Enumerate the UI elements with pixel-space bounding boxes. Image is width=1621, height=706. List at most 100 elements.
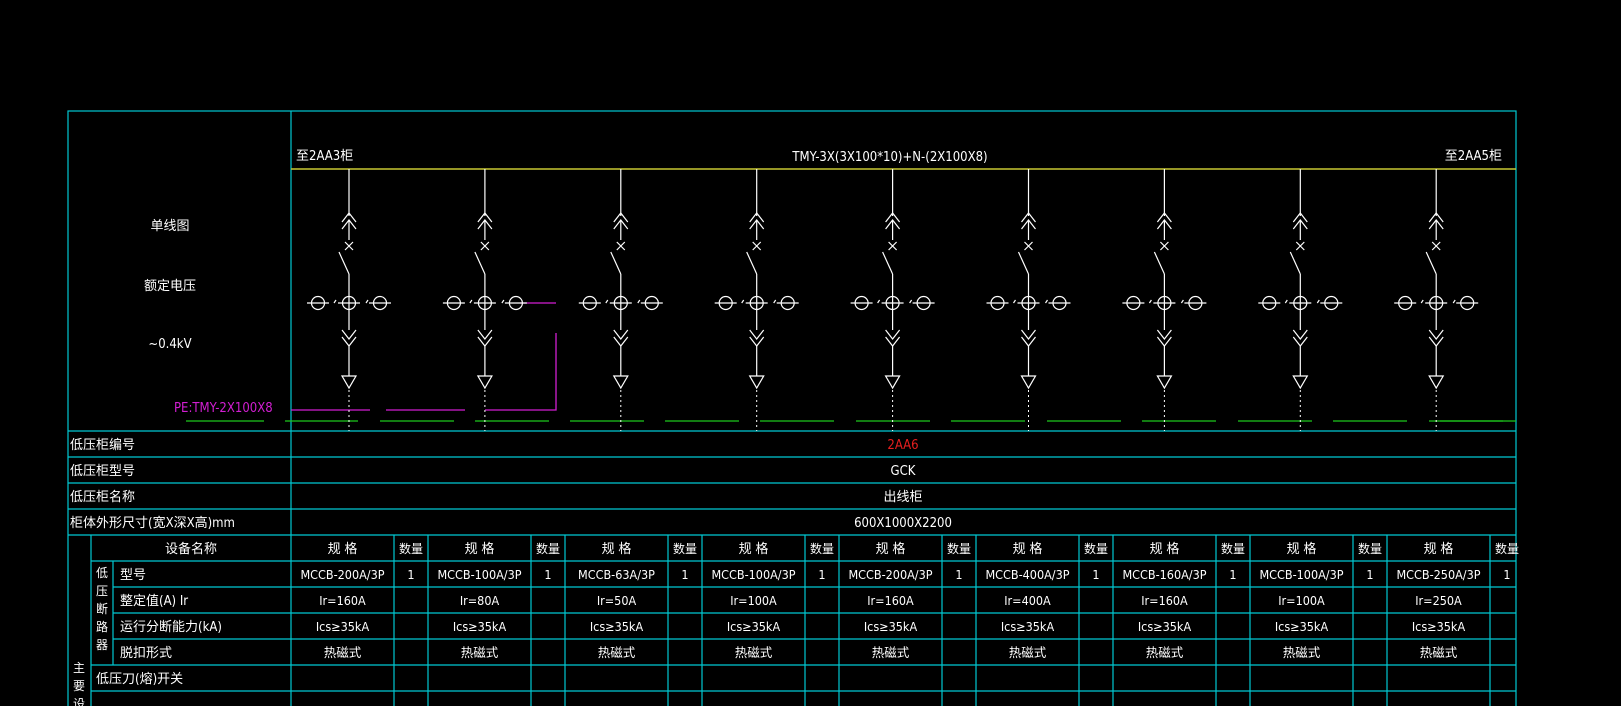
qty-cell: 1: [1092, 567, 1099, 582]
feeder-circuit: [578, 169, 663, 431]
qty-header: 数量: [810, 541, 834, 556]
pe-label: PE:TMY-2X100X8: [174, 401, 273, 416]
equipment-cell: Ics≥35kA: [1412, 619, 1466, 634]
equipment-cell: MCCB-100A/3P: [711, 567, 795, 582]
cabinet-name-label: 低压柜名称: [70, 489, 135, 505]
qty-header: 数量: [399, 541, 423, 556]
qty-cell: 1: [681, 567, 688, 582]
equipment-cell: 热磁式: [1146, 645, 1184, 660]
equipment-cell: Ics≥35kA: [1138, 619, 1192, 634]
equipment-cell: Ics≥35kA: [1001, 619, 1055, 634]
equipment-cell: 热磁式: [598, 645, 636, 660]
breaker-group-2: 压: [96, 584, 108, 598]
equipment-cell: Ics≥35kA: [727, 619, 781, 634]
rated-voltage-label: 额定电压: [144, 279, 196, 294]
feeder-circuit: [1122, 169, 1207, 431]
side-label-1: 主: [73, 661, 85, 675]
feeder-circuit: [714, 169, 799, 431]
qty-cell: 1: [407, 567, 414, 582]
equipment-cell: 热磁式: [461, 645, 499, 660]
cabinet-number-row: 低压柜编号 2AA6: [70, 438, 919, 453]
cabinet-model-value: GCK: [891, 464, 916, 479]
equipment-cell: MCCB-250A/3P: [1396, 567, 1480, 582]
side-label-2: 要: [73, 679, 85, 693]
row-label-breaking: 运行分断能力(kA): [120, 620, 222, 635]
equipment-cell: Ir=50A: [597, 593, 637, 608]
spec-header: 规 格: [1287, 541, 1317, 557]
qty-cell: 1: [1229, 567, 1236, 582]
row-label-setting: 整定值(A) Ir: [120, 593, 188, 609]
equipment-cell: Ir=160A: [867, 593, 914, 608]
equipment-cell: Ics≥35kA: [1275, 619, 1329, 634]
equipment-cell: Ics≥35kA: [316, 619, 370, 634]
qty-cell: 1: [544, 567, 551, 582]
equipment-cell: MCCB-63A/3P: [578, 567, 655, 582]
spec-header: 规 格: [328, 541, 358, 557]
equipment-cell: Ir=100A: [1278, 593, 1325, 608]
equipment-cell: Ics≥35kA: [453, 619, 507, 634]
spec-header: 规 格: [1424, 541, 1454, 557]
equipment-cell: Ir=80A: [460, 593, 500, 608]
feeder-circuit: [1258, 169, 1343, 431]
qty-header: 数量: [1221, 541, 1245, 556]
qty-cell: 1: [818, 567, 825, 582]
equipment-cell: MCCB-200A/3P: [848, 567, 932, 582]
breaker-group-4: 路: [96, 619, 108, 634]
equipment-cell: 热磁式: [1283, 645, 1321, 660]
feeder-circuits: [307, 169, 1479, 431]
row-label-trip: 脱扣形式: [120, 646, 172, 661]
equipment-cell: MCCB-160A/3P: [1122, 567, 1206, 582]
voltage-value: ~0.4kV: [148, 337, 191, 352]
cabinet-size-row: 柜体外形尺寸(宽X深X高)mm 600X1000X2200: [70, 515, 952, 531]
equipment-cell: 热磁式: [324, 645, 362, 660]
spec-header: 规 格: [1150, 541, 1180, 557]
qty-header: 数量: [947, 541, 971, 556]
bus-spec-label: TMY-3X(3X100*10)+N-(2X100X8): [791, 150, 987, 165]
equipment-cell: 热磁式: [872, 645, 910, 660]
feeder-circuit: [986, 169, 1071, 431]
single-line-label: 单线图: [150, 219, 189, 234]
equipment-grid: [90, 535, 1516, 706]
pe-conductor: [291, 302, 557, 411]
cabinet-name-value: 出线柜: [883, 490, 922, 505]
row-label-model: 型号: [120, 568, 146, 583]
equipment-cell: Ics≥35kA: [590, 619, 644, 634]
row-label-disconnector: 低压刀(熔)开关: [96, 672, 183, 687]
spec-header: 规 格: [876, 541, 906, 557]
equipment-cell: 热磁式: [735, 645, 773, 660]
qty-header: 数量: [1084, 541, 1108, 556]
spec-header: 规 格: [1013, 541, 1043, 557]
cabinet-name-row: 低压柜名称 出线柜: [70, 489, 923, 505]
equipment-cell: Ir=160A: [319, 593, 366, 608]
cabinet-size-label: 柜体外形尺寸(宽X深X高)mm: [70, 515, 235, 531]
equipment-cell: 热磁式: [1420, 645, 1458, 660]
qty-cell: 1: [955, 567, 962, 582]
feeder-circuit: [442, 169, 527, 431]
breaker-group-5: 器: [96, 638, 108, 652]
table-grid: [67, 110, 1517, 706]
spec-header: 规 格: [739, 541, 769, 557]
equipment-cell: Ics≥35kA: [864, 619, 918, 634]
spec-header: 规 格: [602, 541, 632, 557]
qty-header: 数量: [1495, 541, 1519, 556]
info-rows: 低压柜编号 2AA6 低压柜型号 GCK 低压柜名称 出线柜 柜体外形尺寸(宽X…: [70, 438, 952, 531]
cabinet-model-row: 低压柜型号 GCK: [70, 464, 916, 479]
equipment-cell: MCCB-200A/3P: [300, 567, 384, 582]
qty-cell: 1: [1366, 567, 1373, 582]
equipment-table: 设备名称 主 要 设 低 压 断 路 器 型号 整定值(A) Ir 运行分断能力…: [73, 541, 1519, 706]
bus-to-label: 至2AA5柜: [1445, 149, 1502, 164]
feeder-circuit: [1394, 169, 1479, 431]
equipment-cell: MCCB-400A/3P: [985, 567, 1069, 582]
feeder-circuit: [850, 169, 935, 431]
equipment-cell: MCCB-100A/3P: [437, 567, 521, 582]
breaker-group-3: 断: [96, 601, 108, 616]
side-label-3: 设: [73, 697, 85, 706]
cabinet-size-value: 600X1000X2200: [854, 516, 952, 531]
equipment-cell: MCCB-100A/3P: [1259, 567, 1343, 582]
cabinet-model-label: 低压柜型号: [70, 464, 135, 479]
equipment-cell: Ir=160A: [1141, 593, 1188, 608]
equipment-cell: 热磁式: [1009, 645, 1047, 660]
qty-cell: 1: [1503, 567, 1510, 582]
feeder-circuit: [307, 169, 391, 431]
